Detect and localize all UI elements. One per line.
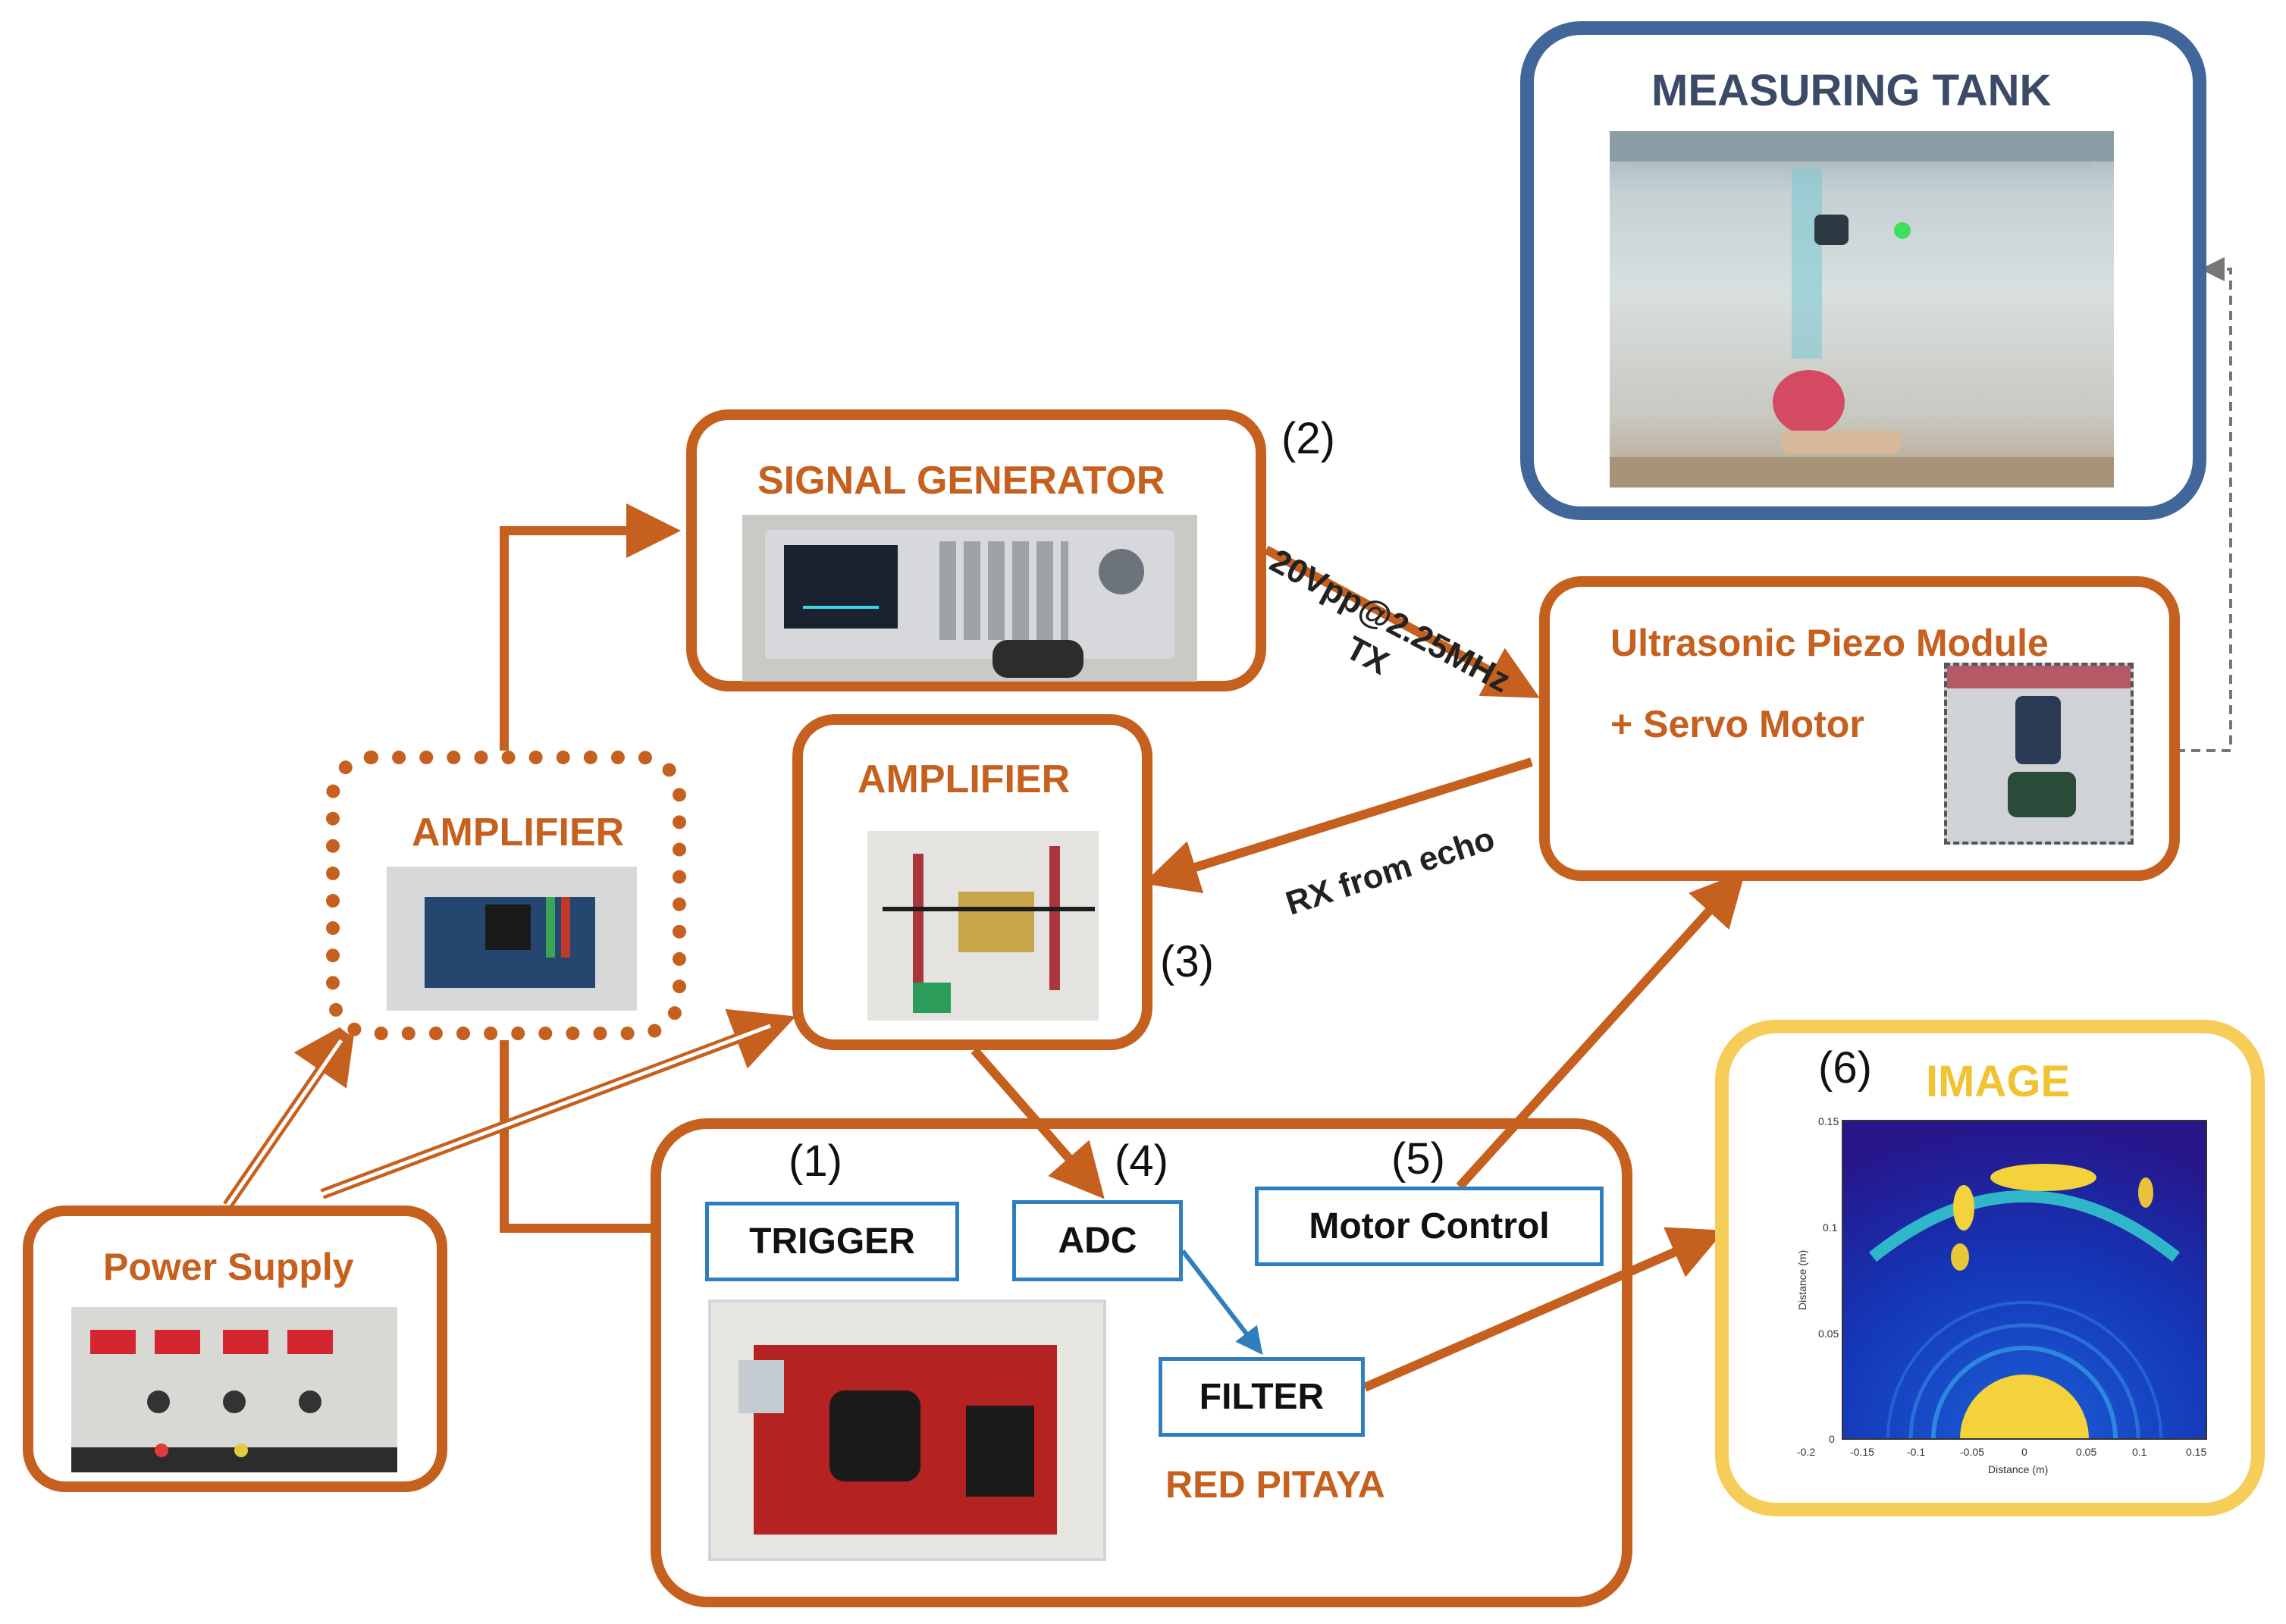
power-supply-box: Power Supply: [23, 1205, 447, 1492]
amplifier-rx-title: AMPLIFIER: [858, 757, 1071, 801]
arrow-rx: [1143, 757, 1533, 894]
amplifier-tx-photo: [387, 867, 637, 1011]
motor-control-block: Motor Control: [1255, 1187, 1604, 1266]
adc-block: ADC: [1012, 1200, 1183, 1281]
y-axis-label: Distance (m): [1796, 1250, 1808, 1310]
xtick-4: 0: [2021, 1446, 2027, 1458]
xtick-2: -0.1: [1907, 1446, 1925, 1458]
power-supply-title: Power Supply: [103, 1246, 354, 1288]
step-number-1: (1): [789, 1136, 842, 1186]
ytick-0: 0.15: [1818, 1115, 1839, 1127]
step-number-3: (3): [1160, 937, 1214, 986]
ytick-3: 0: [1829, 1433, 1835, 1445]
step-number-2: (2): [1281, 414, 1335, 463]
xtick-5: 0.05: [2076, 1446, 2096, 1458]
arrow-tx: [1264, 545, 1540, 698]
red-pitaya-title: RED PITAYA: [1165, 1463, 1385, 1506]
filter-block: FILTER: [1159, 1357, 1365, 1437]
signal-generator-photo: [742, 515, 1197, 682]
red-pitaya-photo: [708, 1300, 1106, 1561]
x-axis-label: Distance (m): [1988, 1463, 2048, 1475]
servo-motor-label: + Servo Motor: [1610, 703, 1864, 745]
xtick-1: -0.15: [1850, 1446, 1874, 1458]
signal-generator-box: SIGNAL GENERATOR: [686, 409, 1266, 691]
ytick-2: 0.05: [1818, 1328, 1839, 1340]
line-amplifier-to-red-pitaya: [500, 1033, 660, 1233]
ytick-1: 0.1: [1823, 1221, 1838, 1234]
arrow-motor-to-piezo: [1456, 870, 1746, 1190]
xtick-7: 0.15: [2186, 1446, 2206, 1458]
amplifier-tx-title: AMPLIFIER: [412, 810, 625, 854]
xtick-6: 0.1: [2132, 1446, 2147, 1458]
image-title: IMAGE: [1926, 1057, 2071, 1106]
red-pitaya-box: RED PITAYA: [651, 1118, 1632, 1607]
amplifier-tx-box: AMPLIFIER: [326, 751, 686, 1040]
piezo-inset-photo: [1944, 663, 2134, 845]
arrow-filter-to-image: [1363, 1227, 1725, 1392]
step-number-5: (5): [1391, 1134, 1445, 1184]
piezo-module-box: Ultrasonic Piezo Module + Servo Motor: [1539, 576, 2180, 881]
sonar-image-plot: 0.15 0.1 0.05 0 Distance (m) -0.2 -0.15 …: [1796, 1115, 2207, 1475]
arrow-adc-to-filter: [1181, 1249, 1263, 1356]
signal-generator-title: SIGNAL GENERATOR: [757, 459, 1165, 503]
trigger-block: TRIGGER: [705, 1202, 959, 1281]
measuring-tank-box: MEASURING TANK: [1520, 21, 2206, 520]
image-box: IMAGE: [1715, 1020, 2265, 1516]
xtick-0: -0.2: [1797, 1446, 1815, 1458]
arrow-piezo-to-tank: [2131, 257, 2232, 752]
tank-photo: [1610, 131, 2114, 488]
piezo-module-title: Ultrasonic Piezo Module: [1610, 622, 2049, 664]
step-number-4: (4): [1115, 1136, 1168, 1186]
amplifier-rx-box: AMPLIFIER: [792, 714, 1152, 1050]
arrow-amplifier-to-signal-generator: [500, 503, 681, 758]
step-number-6: (6): [1818, 1043, 1872, 1093]
power-supply-photo: [71, 1307, 397, 1472]
amplifier-rx-photo: [867, 831, 1099, 1020]
measuring-tank-title: MEASURING TANK: [1651, 66, 2052, 115]
xtick-3: -0.05: [1960, 1446, 1984, 1458]
